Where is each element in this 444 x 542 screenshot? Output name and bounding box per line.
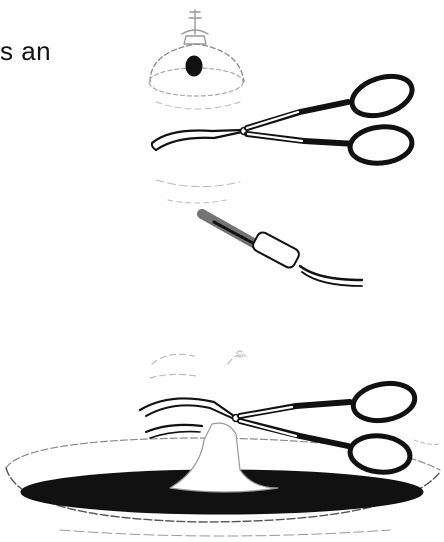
forceps-placing-cap-in-dish-icon: [6, 351, 440, 536]
valve-stem-icon: [182, 10, 208, 44]
forceps-icon: [140, 379, 440, 475]
forceps-icon: [152, 69, 417, 166]
catheter-tube-icon: [202, 214, 362, 286]
faint-cap-outline-icon: [150, 351, 246, 378]
forceps-holding-catheter-cap-icon: [149, 10, 417, 286]
catheter-cap-icon: [149, 44, 244, 203]
